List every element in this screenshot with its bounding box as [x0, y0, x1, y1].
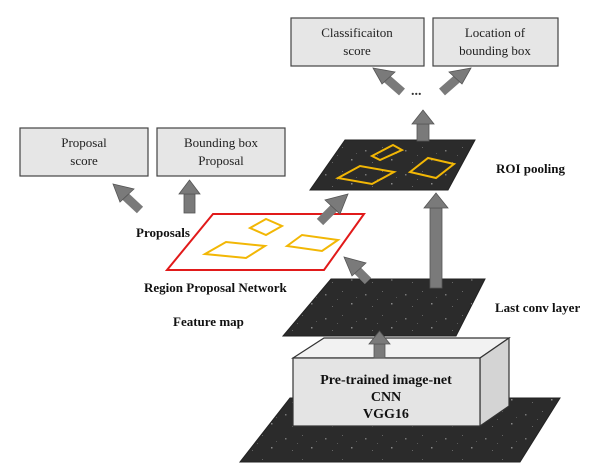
cnn-block: Pre-trained image-net CNN VGG16 [290, 336, 511, 428]
classification-score-line2: score [343, 43, 371, 58]
bounding-box-proposal-line1: Bounding box [184, 135, 259, 150]
bounding-box-location-box: Location of bounding box [432, 17, 559, 67]
roi-pooling-layer [309, 139, 476, 191]
cnn-line2: CNN [371, 390, 401, 405]
rpn-label: Region Proposal Network [144, 280, 288, 295]
bounding-box-location-line2: bounding box [459, 43, 531, 58]
last-conv-layer-label: Last conv layer [495, 300, 580, 315]
cnn-line1: Pre-trained image-net [320, 373, 452, 388]
bounding-box-proposal-box: Bounding box Proposal [156, 127, 286, 177]
roi-pooling-label: ROI pooling [496, 161, 565, 176]
ellipsis: ... [411, 84, 422, 99]
arrow-to-location [439, 67, 472, 96]
proposals-label: Proposals [136, 225, 190, 240]
cnn-line3: VGG16 [363, 407, 409, 422]
proposal-score-box: Proposal score [19, 127, 149, 177]
proposal-score-line2: score [70, 153, 98, 168]
arrow-rpn-to-proposal-score [112, 183, 144, 214]
arrow-roi-up [411, 109, 435, 142]
classification-score-box: Classificaiton score [290, 17, 425, 67]
arrow-to-classification [372, 67, 405, 96]
feature-map-label: Feature map [173, 314, 244, 329]
region-proposal-network-layer [164, 213, 366, 271]
classification-score-line1: Classificaiton [321, 25, 393, 40]
arrow-rpn-to-roi [316, 193, 349, 226]
proposal-score-line1: Proposal [61, 135, 107, 150]
bounding-box-location-line1: Location of [465, 25, 526, 40]
arrow-conv-to-roi [423, 192, 449, 289]
bounding-box-proposal-line2: Proposal [198, 153, 244, 168]
arrow-cnn-to-conv [368, 330, 391, 359]
last-conv-layer [281, 278, 486, 337]
arrow-rpn-to-bbox-proposal [178, 179, 201, 214]
arrow-feature-to-rpn [343, 256, 372, 285]
